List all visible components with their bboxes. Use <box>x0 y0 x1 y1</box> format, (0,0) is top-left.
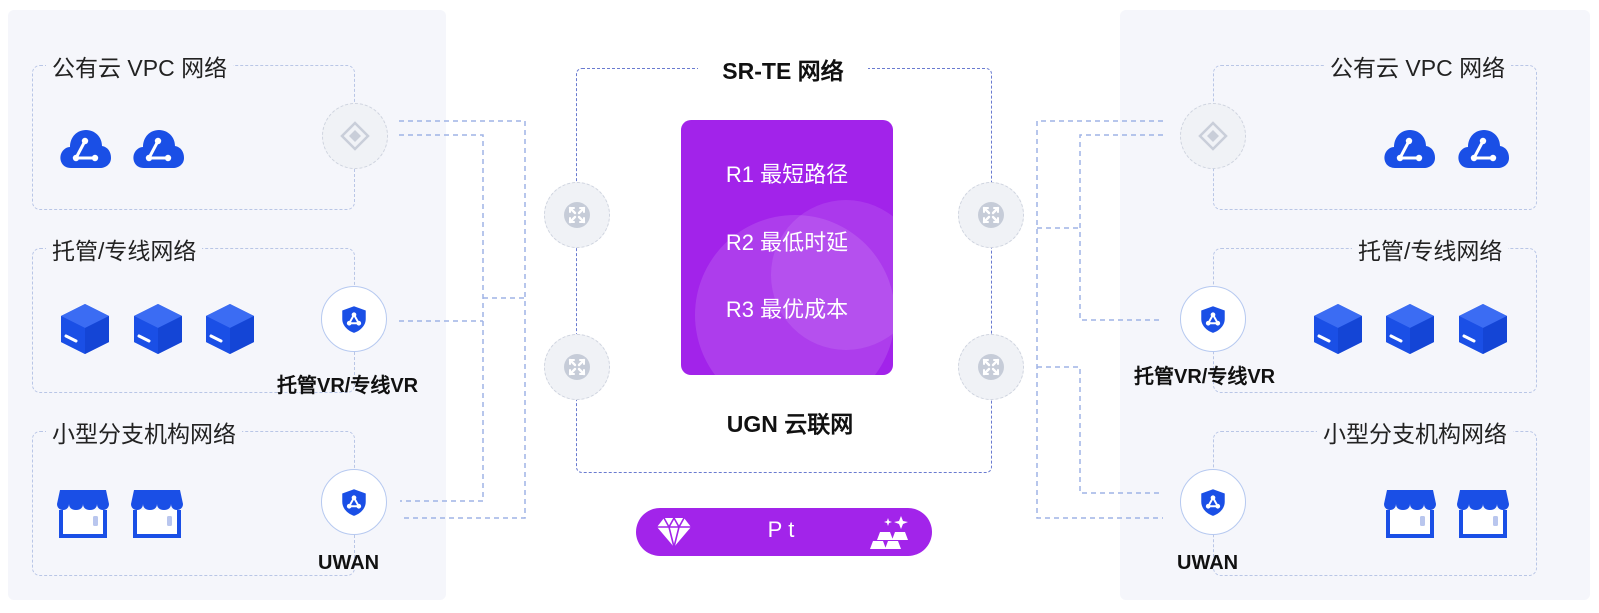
routing-policy-box: R1 最短路径 R2 最低时延 R3 最优成本 <box>681 120 893 375</box>
cloud-icon <box>1381 120 1437 176</box>
storefront-icon <box>1382 484 1438 540</box>
left-group-public-cloud-title: 公有云 VPC 网络 <box>46 49 234 83</box>
gateway-icon <box>340 121 370 151</box>
gateway-icon <box>1198 121 1228 151</box>
hosted-vr-label-right: 托管VR/专线VR <box>1134 366 1276 388</box>
cube-icon <box>130 300 186 356</box>
route-r2: R2 最低时延 <box>725 230 849 255</box>
cloud-icon <box>57 120 113 176</box>
storefront-icon <box>1455 484 1511 540</box>
route-r1: R1 最短路径 <box>725 162 849 187</box>
cloud-icon <box>1455 120 1511 176</box>
hosted-vr-node-left <box>321 286 387 352</box>
switch-icon <box>976 352 1006 382</box>
storefront-icon <box>55 484 111 540</box>
uwan-label-left: UWAN <box>318 552 380 574</box>
switch-node-right-top <box>958 182 1024 248</box>
pt-pill: Pt <box>636 508 932 556</box>
right-group-branch-title: 小型分支机构网络 <box>1317 415 1513 449</box>
cube-icon <box>57 300 113 356</box>
gateway-node-right <box>1180 103 1246 169</box>
hosted-vr-node-right <box>1180 286 1246 352</box>
cube-icon <box>1455 300 1511 356</box>
switch-icon <box>562 352 592 382</box>
storefront-icon <box>129 484 185 540</box>
switch-icon <box>976 200 1006 230</box>
router-shield-icon <box>338 303 370 335</box>
right-group-hosted-title: 托管/专线网络 <box>1352 232 1509 266</box>
cloud-icon <box>130 120 186 176</box>
switch-icon <box>562 200 592 230</box>
switch-node-left-top <box>544 182 610 248</box>
sr-te-network-title: SR-TE 网络 <box>698 52 868 86</box>
uwan-node-left <box>321 469 387 535</box>
ugn-label: UGN 云联网 <box>726 411 854 437</box>
hosted-vr-label-left: 托管VR/专线VR <box>277 375 419 397</box>
route-r3: R3 最优成本 <box>725 297 849 322</box>
left-group-hosted-title: 托管/专线网络 <box>46 232 203 266</box>
gold-bars-icon <box>868 512 912 552</box>
uwan-node-right <box>1180 469 1246 535</box>
uwan-label-right: UWAN <box>1177 552 1239 574</box>
router-shield-icon <box>1197 486 1229 518</box>
right-group-public-cloud-title: 公有云 VPC 网络 <box>1324 49 1512 83</box>
pt-label: Pt <box>767 517 801 542</box>
cube-icon <box>1382 300 1438 356</box>
cube-icon <box>202 300 258 356</box>
switch-node-right-bottom <box>958 334 1024 400</box>
router-shield-icon <box>338 486 370 518</box>
gateway-node-left <box>322 103 388 169</box>
left-group-branch-title: 小型分支机构网络 <box>46 415 242 449</box>
switch-node-left-bottom <box>544 334 610 400</box>
cube-icon <box>1310 300 1366 356</box>
router-shield-icon <box>1197 303 1229 335</box>
